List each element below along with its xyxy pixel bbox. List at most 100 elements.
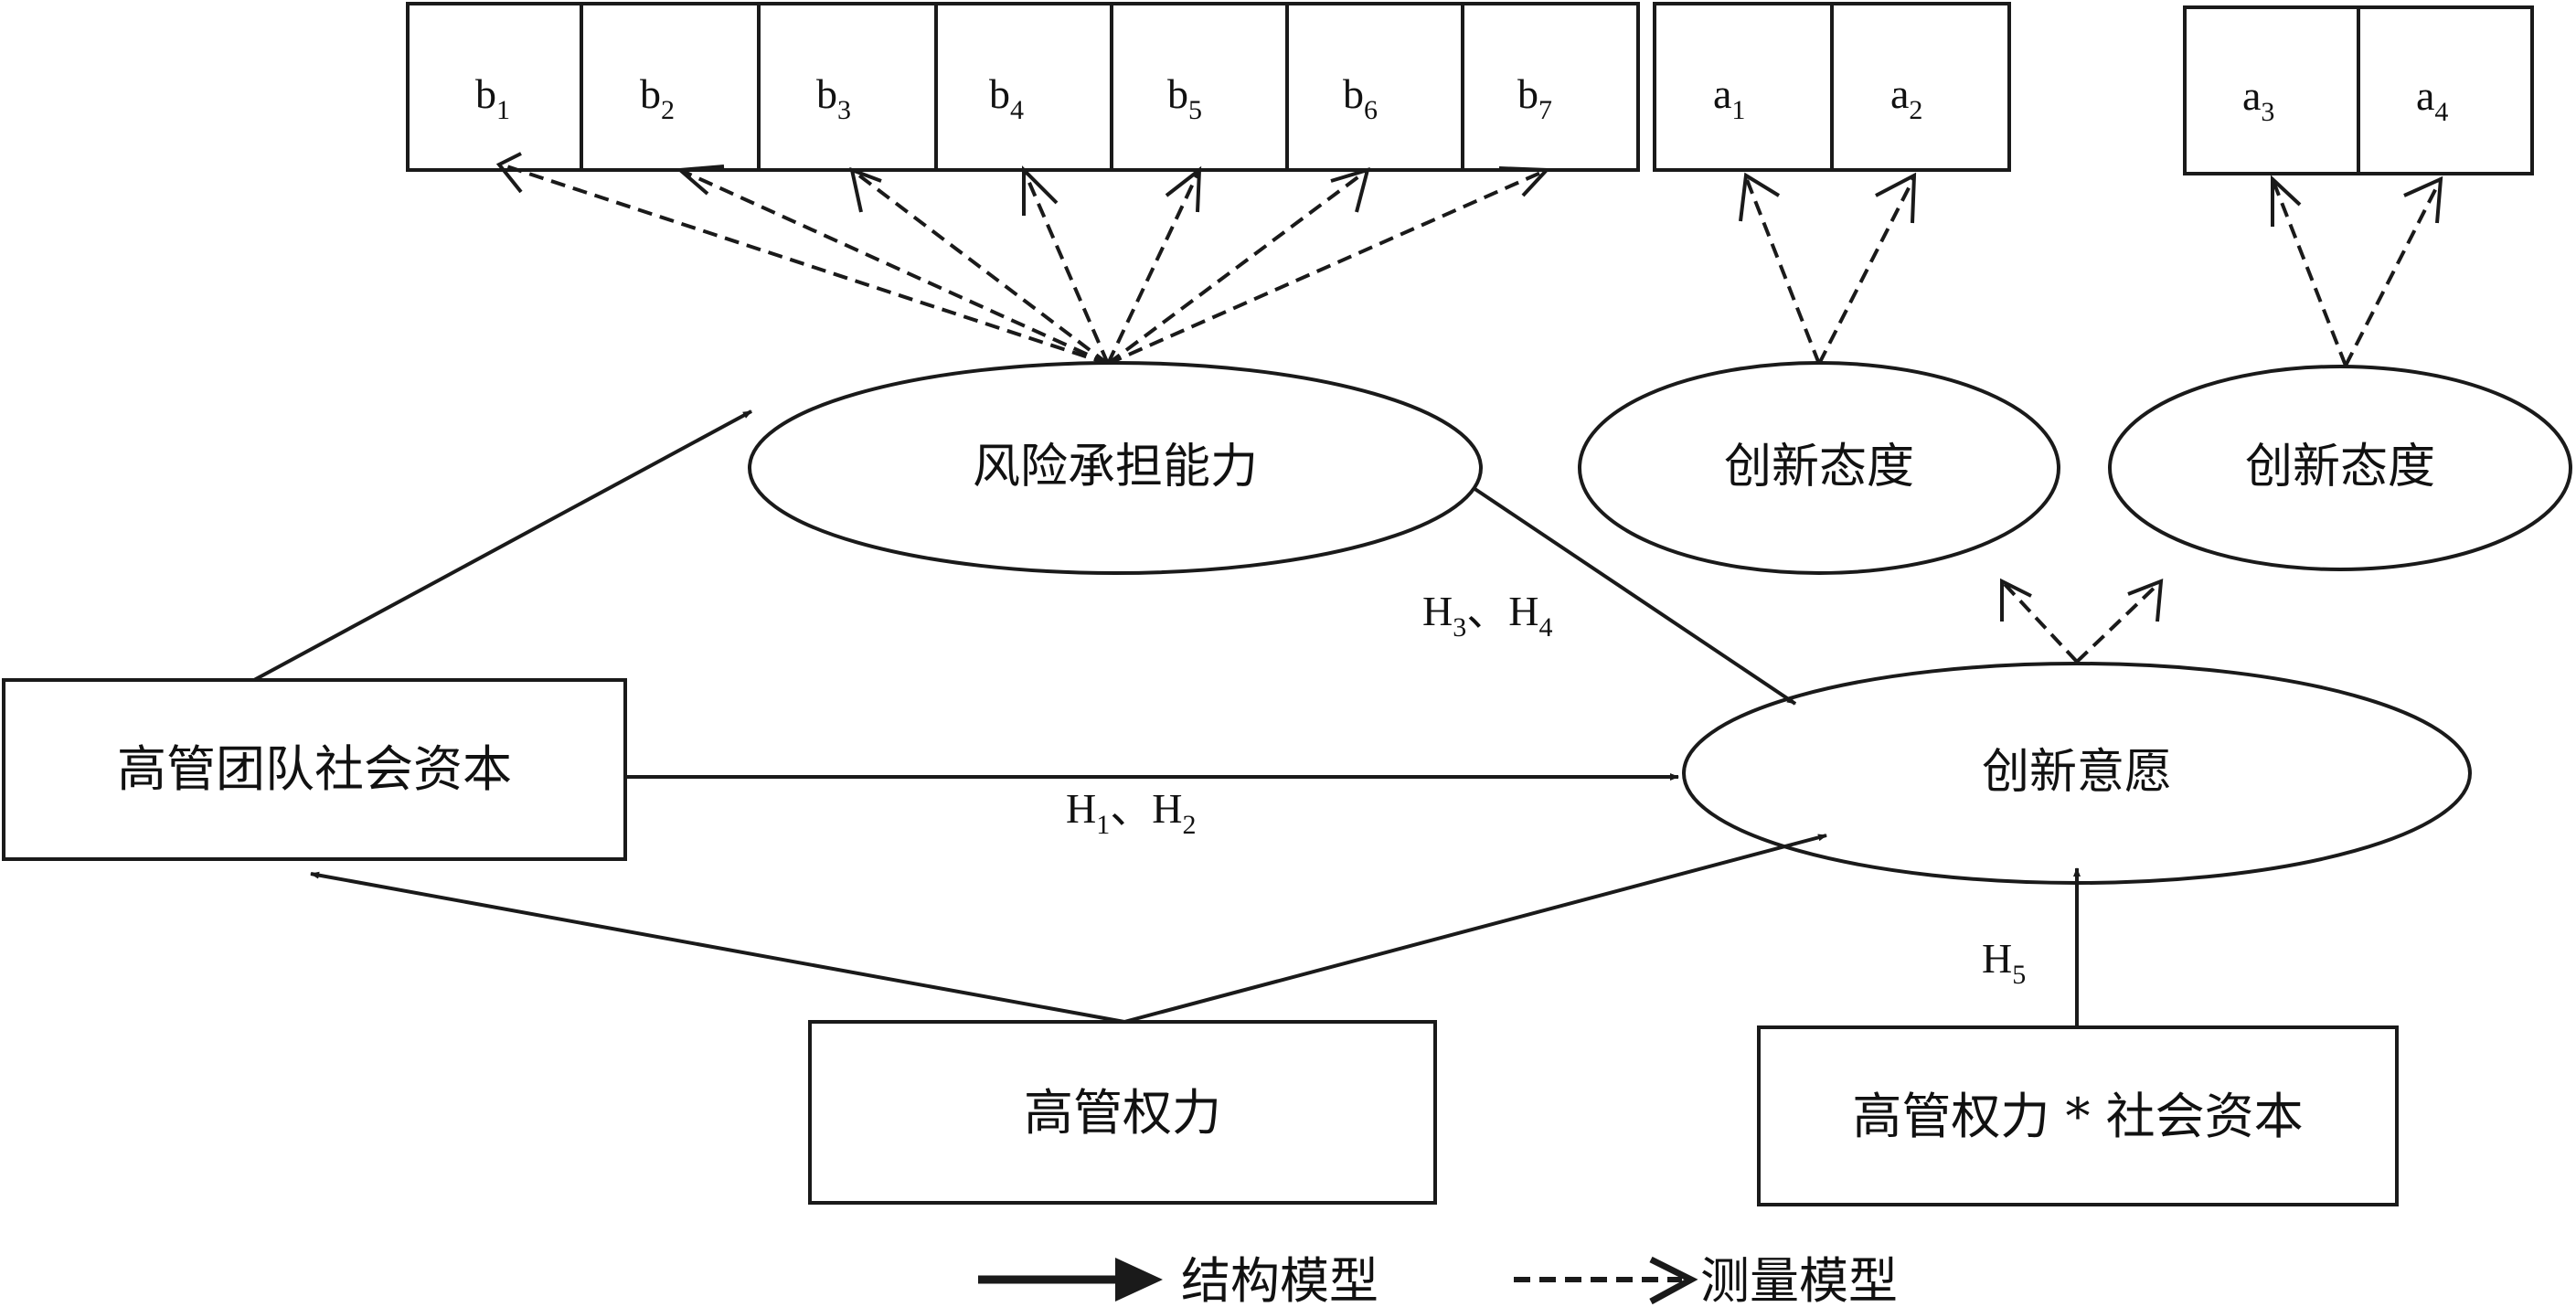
indicator-subscript: 4: [2434, 97, 2448, 127]
hypothesis-subscript: 4: [1538, 612, 1552, 643]
path-risk-to-intention: [1472, 486, 1797, 706]
indicator-letter: b: [640, 70, 661, 117]
latent-ellipse-attitude1: [1578, 361, 2060, 575]
indicator-a4: a4: [2416, 72, 2448, 127]
indicator-letter: a: [2242, 72, 2261, 119]
indicator-letter: b: [816, 70, 837, 117]
indicator-box-b3: [757, 2, 938, 172]
latent-label-intention: 创新意愿: [1982, 745, 2172, 800]
measurement-line-b2: [679, 168, 1109, 366]
path-label-h5: H5: [1982, 935, 2026, 990]
hypothesis-subscript: 2: [1182, 810, 1196, 840]
measurement-arrows-intention: [2000, 578, 2164, 664]
indicator-box-b4: [934, 2, 1113, 172]
indicator-box-a4: [2357, 5, 2534, 175]
indicator-letter: b: [1343, 70, 1364, 117]
path-power-to-intention: [1123, 834, 1827, 1024]
indicator-box-b6: [1285, 2, 1464, 172]
indicator-b2: b2: [640, 70, 675, 125]
measurement-line-a3: [2271, 178, 2347, 367]
legend-label-measurement: 测量模型: [1700, 1252, 1898, 1307]
open-arrowhead-a4: [2403, 175, 2443, 224]
measurement-line-a2: [1817, 176, 1916, 365]
indicator-subscript: 1: [496, 95, 510, 125]
open-arrowhead-b2: [676, 165, 725, 196]
latent-ellipse-risk: [748, 361, 1483, 575]
hypothesis-letter: H: [1152, 785, 1182, 832]
indicator-box-b1: [406, 2, 583, 172]
open-arrowhead-attitude2: [2127, 578, 2164, 622]
observed-box-social-capital: [2, 678, 627, 861]
measurement-line-intention-attitude2: [2075, 579, 2163, 664]
indicator-row-a34: a3 a4: [2183, 5, 2534, 175]
open-arrowhead-b6: [1330, 167, 1370, 213]
observed-label-social-capital: 高管团队社会资本: [117, 740, 512, 798]
measurement-line-b4: [1022, 169, 1110, 365]
open-arrowhead-b4: [1022, 165, 1059, 216]
indicator-box-a2: [1830, 2, 2011, 172]
measurement-line-b6: [1106, 168, 1369, 366]
observed-label-power: 高管权力: [1024, 1084, 1221, 1142]
indicator-subscript: 3: [837, 95, 851, 125]
indicator-subscript: 2: [661, 95, 675, 125]
path-label-h3-h4: H3、H4: [1422, 586, 1552, 643]
legend-open-arrowhead: [1649, 1256, 1698, 1305]
hypothesis-subscript: 1: [1096, 810, 1110, 840]
indicator-subscript: 3: [2261, 97, 2274, 127]
indicator-box-a3: [2183, 5, 2360, 175]
indicator-a3: a3: [2242, 72, 2274, 127]
indicator-letter: b: [1167, 70, 1188, 117]
indicator-subscript: 6: [1364, 95, 1378, 125]
indicator-subscript: 7: [1538, 95, 1552, 125]
indicator-row-b: [406, 2, 1640, 172]
indicator-b3: b3: [816, 70, 851, 125]
indicator-subscript: 5: [1188, 95, 1202, 125]
path-label-h1-h2: H1、H2: [1066, 783, 1196, 840]
indicator-subscript: 2: [1909, 95, 1922, 125]
hypothesis-separator: 、: [1110, 783, 1152, 833]
indicator-b6: b6: [1343, 70, 1378, 125]
hypothesis-subscript: 5: [2012, 960, 2026, 990]
hypothesis-letter: H: [1982, 935, 2012, 982]
indicator-labels-b: b1 b2 b3 b4 b5 b6 b7: [475, 70, 1552, 125]
indicator-letter: a: [1890, 70, 1909, 117]
indicator-row-a12: a1 a2: [1653, 2, 2011, 172]
legend: 结构模型 测量模型: [978, 1252, 1898, 1307]
indicator-letter: b: [1517, 70, 1538, 117]
open-arrowhead-attitude1: [2000, 578, 2032, 622]
hypothesis-letter: H: [1508, 588, 1538, 634]
measurement-line-b7: [1107, 168, 1548, 366]
observed-label-interaction: 高管权力 * 社会资本: [1852, 1088, 2303, 1145]
open-arrowhead-b7: [1498, 166, 1551, 197]
open-arrowhead-a2: [1875, 172, 1917, 224]
indicator-a1: a1: [1713, 70, 1745, 125]
hypothesis-letter: H: [1066, 785, 1096, 832]
indicator-subscript: 4: [1010, 95, 1024, 125]
open-arrowhead-a1: [1739, 172, 1781, 222]
measurement-line-intention-attitude1: [2000, 579, 2079, 664]
open-arrowhead-b1: [495, 152, 523, 194]
hypothesis-subscript: 3: [1453, 612, 1466, 643]
measurement-line-a1: [1744, 176, 1821, 365]
latent-label-attitude2: 创新态度: [2245, 440, 2435, 494]
indicator-letter: b: [989, 70, 1010, 117]
indicator-a2: a2: [1890, 70, 1922, 125]
path-power-to-social-capital: [310, 871, 1125, 1024]
legend-solid-arrowhead: [1115, 1258, 1163, 1302]
legend-label-structural: 结构模型: [1181, 1252, 1378, 1307]
hypothesis-separator: 、: [1466, 586, 1508, 635]
open-arrowhead-b3: [849, 166, 882, 213]
measurement-line-b3: [850, 168, 1110, 366]
indicator-box-a1: [1653, 2, 1834, 172]
path-social-capital-to-risk: [253, 409, 752, 682]
structural-arrows: [253, 409, 2081, 1027]
indicator-box-b7: [1461, 2, 1640, 172]
open-arrowhead-b5: [1165, 165, 1202, 213]
observed-box-interaction: [1757, 1025, 2399, 1206]
measurement-arrows-b: [495, 152, 1551, 366]
indicator-b4: b4: [989, 70, 1024, 125]
indicator-b5: b5: [1167, 70, 1202, 125]
measurement-arrows-a34: [2271, 175, 2443, 367]
latent-label-attitude1: 创新态度: [1724, 440, 1914, 494]
